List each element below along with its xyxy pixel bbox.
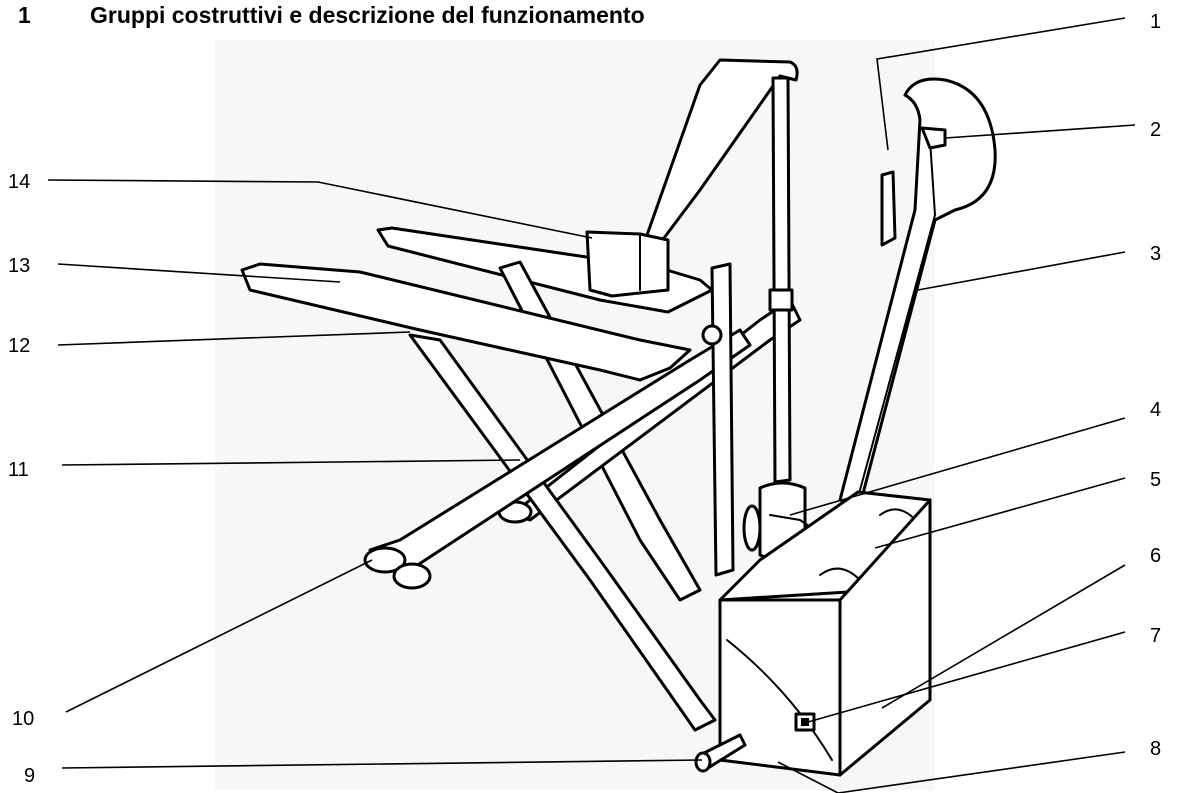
callout-14: 14 bbox=[8, 171, 30, 193]
handle-control bbox=[920, 126, 947, 150]
callout-9: 9 bbox=[24, 765, 35, 787]
leader-line-3 bbox=[917, 251, 1126, 291]
callout-5: 5 bbox=[1150, 469, 1161, 491]
cylinder-sleeve bbox=[768, 288, 794, 312]
power-unit-curve bbox=[726, 639, 833, 761]
leader-line-9 bbox=[61, 759, 703, 769]
callout-11: 11 bbox=[8, 459, 29, 481]
scissor-arm-front-a bbox=[408, 333, 717, 732]
leader-line-4 bbox=[789, 417, 1126, 516]
load-box bbox=[585, 230, 670, 298]
leader-line-11 bbox=[61, 459, 521, 466]
section-number: 1 bbox=[18, 2, 31, 28]
power-unit-handle-a bbox=[819, 567, 861, 581]
leader-line-10 bbox=[65, 559, 373, 713]
pump-side-port bbox=[742, 504, 762, 552]
leader-line-14 bbox=[47, 179, 593, 239]
callout-8: 8 bbox=[1150, 738, 1161, 760]
leader-line-5 bbox=[874, 477, 1126, 549]
callout-10: 10 bbox=[12, 708, 34, 730]
battery-indicator-inner bbox=[801, 718, 809, 726]
guide-column-left bbox=[710, 262, 735, 577]
front-wheel-right bbox=[392, 562, 432, 590]
tiller-handle bbox=[838, 77, 997, 507]
section-heading: 1 Gruppi costruttivi e descrizione del fu… bbox=[18, 2, 645, 29]
leader-line-12 bbox=[57, 331, 411, 346]
cylinder-rod bbox=[771, 76, 792, 484]
leader-line-6 bbox=[881, 564, 1126, 709]
leader-line-13 bbox=[57, 263, 341, 283]
roller-end bbox=[694, 751, 712, 773]
callout-6: 6 bbox=[1150, 545, 1161, 567]
callout-labels: 1 2 3 4 5 6 7 8 9 10 11 12 13 14 bbox=[8, 11, 1161, 787]
leader-line-8 bbox=[777, 751, 1126, 793]
callout-2: 2 bbox=[1150, 119, 1161, 141]
leader-line-7 bbox=[807, 631, 1126, 723]
callout-13: 13 bbox=[8, 255, 30, 277]
callout-7: 7 bbox=[1150, 625, 1161, 647]
tiller-inner-line bbox=[859, 139, 937, 491]
scissor-arm-front-b bbox=[368, 328, 752, 572]
leader-line-1 bbox=[876, 17, 1126, 151]
section-title: Gruppi costruttivi e descrizione del fun… bbox=[90, 2, 645, 28]
callout-1: 1 bbox=[1150, 11, 1161, 33]
control-lever bbox=[880, 170, 897, 247]
pallet-truck-illustration bbox=[240, 58, 997, 777]
front-fork bbox=[240, 262, 692, 382]
callout-3: 3 bbox=[1150, 243, 1161, 265]
leader-lines bbox=[47, 17, 1136, 793]
callout-12: 12 bbox=[8, 335, 30, 357]
column-pivot bbox=[701, 324, 723, 346]
leader-line-2 bbox=[944, 124, 1136, 139]
front-wheel-left bbox=[363, 546, 407, 574]
callout-4: 4 bbox=[1150, 399, 1161, 421]
